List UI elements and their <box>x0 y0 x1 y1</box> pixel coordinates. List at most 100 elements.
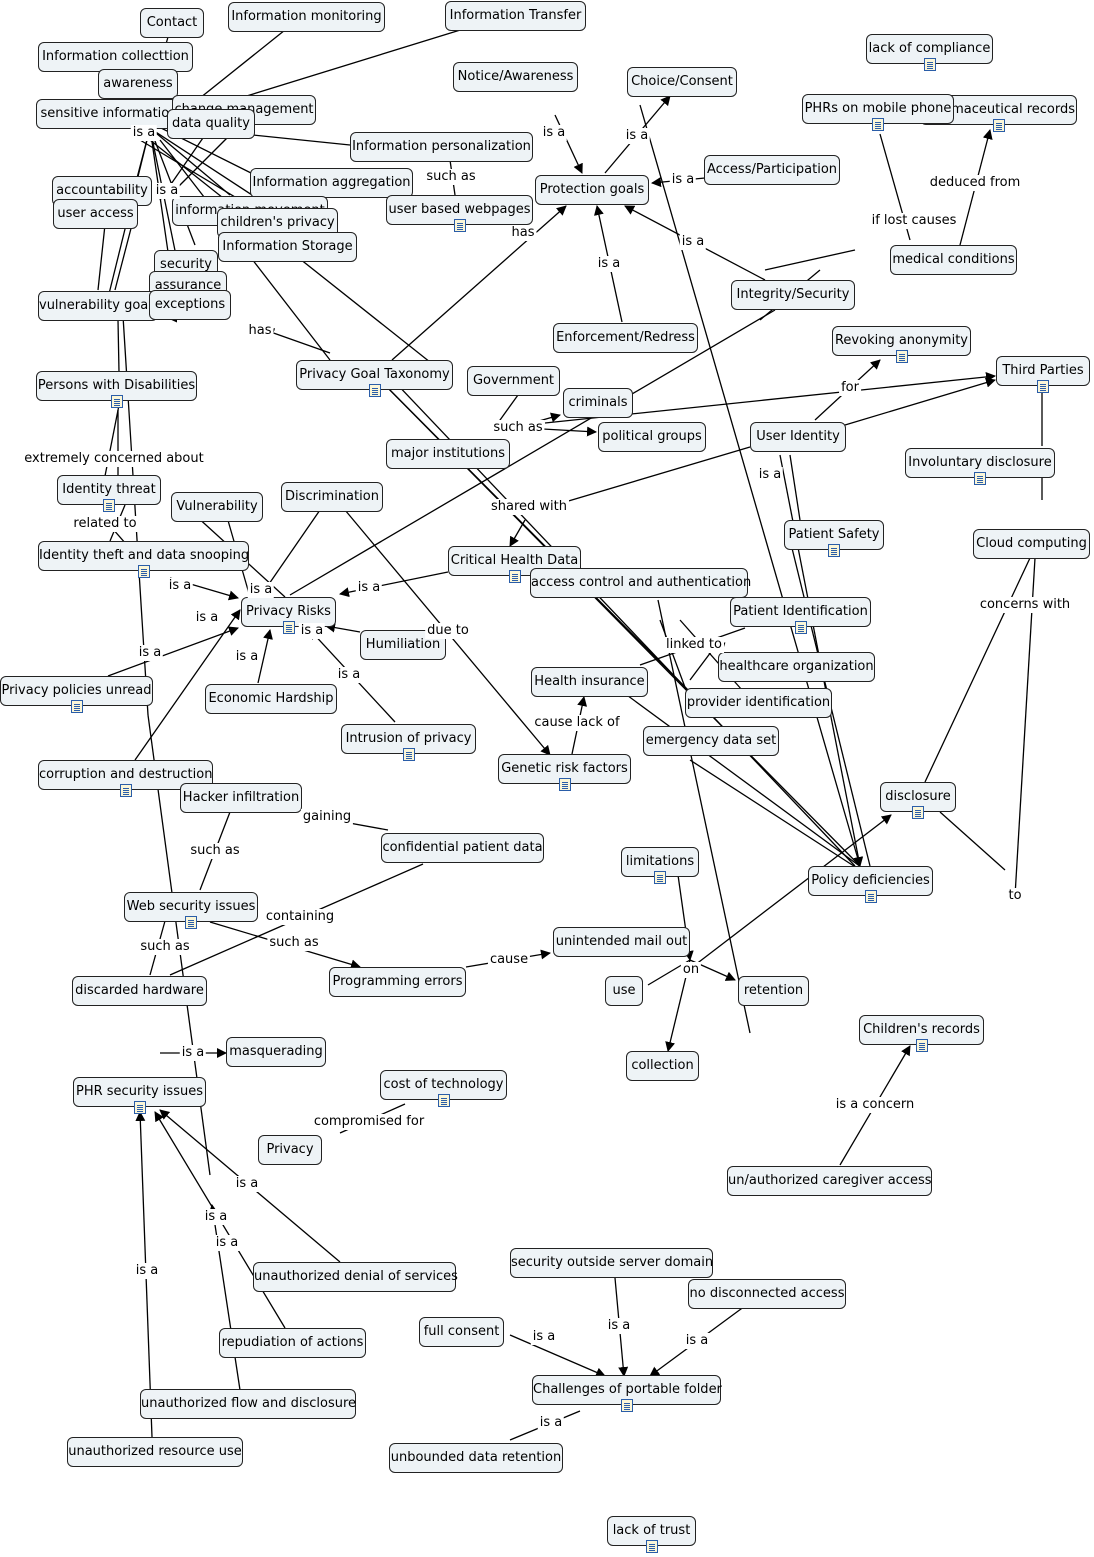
concept-full-consent[interactable]: full consent <box>419 1317 504 1347</box>
concept-cloud-computing[interactable]: Cloud computing <box>973 529 1090 559</box>
concept-use[interactable]: use <box>605 976 643 1006</box>
concept-lack-of-compliance[interactable]: lack of compliance <box>866 34 993 71</box>
concept-information-transfer[interactable]: Information Transfer <box>445 1 586 31</box>
concept-user-identity[interactable]: User Identity <box>750 422 846 452</box>
concept-involuntary-disclosure[interactable]: Involuntary disclosure <box>905 448 1055 485</box>
resource-icon[interactable] <box>133 1101 146 1114</box>
concept-unintended-mail-out[interactable]: unintended mail out <box>553 927 690 957</box>
resource-icon[interactable] <box>974 472 986 485</box>
concept-information-storage[interactable]: Information Storage <box>218 232 357 262</box>
resource-icon[interactable] <box>368 384 381 397</box>
concept-identity-threat[interactable]: Identity threat <box>57 475 161 512</box>
concept-disclosure[interactable]: disclosure <box>880 782 956 819</box>
concept-persons-with-disabilities[interactable]: Persons with Disabilities <box>36 371 197 408</box>
concept-phr-security-issues[interactable]: PHR security issues <box>73 1077 206 1114</box>
concept-lack-of-trust[interactable]: lack of trust <box>607 1516 696 1553</box>
resource-icon[interactable] <box>402 748 415 761</box>
concept-political-groups[interactable]: political groups <box>598 422 706 452</box>
resource-icon[interactable] <box>872 118 884 131</box>
concept-web-security-issues[interactable]: Web security issues <box>124 892 258 929</box>
concept-masquerading[interactable]: masquerading <box>226 1037 326 1067</box>
resource-icon[interactable] <box>282 621 295 634</box>
concept-privacy-risks[interactable]: Privacy Risks <box>241 597 336 634</box>
resource-icon[interactable] <box>1037 380 1049 393</box>
resource-icon[interactable] <box>645 1540 658 1553</box>
resource-icon[interactable] <box>654 871 666 884</box>
resource-icon[interactable] <box>137 565 150 578</box>
concept-unbounded-data-retention[interactable]: unbounded data retention <box>389 1443 563 1473</box>
concept-phrs-on-mobile-phone[interactable]: PHRs on mobile phone <box>802 94 954 131</box>
concept-sensitive-information[interactable]: sensitive information <box>36 99 182 129</box>
concept-privacy-policies-unread[interactable]: Privacy policies unread <box>0 676 153 713</box>
resource-icon[interactable] <box>912 806 924 819</box>
resource-icon[interactable] <box>923 58 936 71</box>
concept-security-outside-server-domain[interactable]: security outside server domain <box>510 1248 713 1278</box>
resource-icon[interactable] <box>110 395 123 408</box>
resource-icon[interactable] <box>453 219 466 232</box>
concept-retention[interactable]: retention <box>738 976 809 1006</box>
concept-data-quality[interactable]: data quality <box>167 109 255 139</box>
concept-revoking-anonymity[interactable]: Revoking anonymity <box>832 326 971 363</box>
concept-collection[interactable]: collection <box>626 1051 699 1081</box>
concept-access-control[interactable]: access control and authentication <box>530 568 751 598</box>
concept-identity-theft[interactable]: Identity theft and data snooping <box>38 541 249 578</box>
resource-icon[interactable] <box>185 916 197 929</box>
concept-access-participation[interactable]: Access/Participation <box>704 155 840 185</box>
concept-emergency-data-set[interactable]: emergency data set <box>643 726 779 756</box>
concept-privacy-goal-taxonomy[interactable]: Privacy Goal Taxonomy <box>296 360 453 397</box>
concept-discarded-hardware[interactable]: discarded hardware <box>72 976 207 1006</box>
concept-user-based-webpages[interactable]: user based webpages <box>386 195 533 232</box>
concept-discrimination[interactable]: Discrimination <box>281 482 383 512</box>
concept-genetic-risk-factors[interactable]: Genetic risk factors <box>498 754 631 791</box>
concept-cost-of-technology[interactable]: cost of technology <box>380 1070 507 1107</box>
concept-awareness[interactable]: awareness <box>98 69 178 99</box>
concept-notice-awareness[interactable]: Notice/Awareness <box>453 62 578 92</box>
resource-icon[interactable] <box>915 1039 928 1052</box>
concept-vulnerability-goals[interactable]: vulnerability goals <box>38 291 159 321</box>
concept-protection-goals[interactable]: Protection goals <box>535 175 649 205</box>
concept-provider-identification[interactable]: provider identification <box>685 688 832 718</box>
concept-intrusion-of-privacy[interactable]: Intrusion of privacy <box>341 724 476 761</box>
concept-contact[interactable]: Contact <box>140 8 204 38</box>
resource-icon[interactable] <box>437 1094 450 1107</box>
concept-criminals[interactable]: criminals <box>563 388 633 418</box>
concept-patient-safety[interactable]: Patient Safety <box>784 520 884 557</box>
concept-healthcare-organization[interactable]: healthcare organization <box>718 652 875 682</box>
concept-privacy[interactable]: Privacy <box>258 1135 322 1165</box>
concept-economic-hardship[interactable]: Economic Hardship <box>205 684 337 714</box>
resource-icon[interactable] <box>103 499 115 512</box>
concept-major-institutions[interactable]: major institutions <box>386 439 510 469</box>
concept-patient-identification[interactable]: Patient Identification <box>730 597 871 634</box>
concept-limitations[interactable]: limitations <box>621 847 699 884</box>
concept-unauthorized-caregiver-access[interactable]: un/authorized caregiver access <box>727 1166 932 1196</box>
resource-icon[interactable] <box>828 544 840 557</box>
concept-information-aggregation[interactable]: Information aggregation <box>250 168 413 198</box>
concept-confidential-patient-data[interactable]: confidential patient data <box>381 833 544 863</box>
resource-icon[interactable] <box>558 778 571 791</box>
resource-icon[interactable] <box>70 700 83 713</box>
resource-icon[interactable] <box>895 350 908 363</box>
concept-third-parties[interactable]: Third Parties <box>996 356 1090 393</box>
resource-icon[interactable] <box>119 784 132 797</box>
concept-choice-consent[interactable]: Choice/Consent <box>627 67 737 97</box>
resource-icon[interactable] <box>508 570 521 583</box>
concept-programming-errors[interactable]: Programming errors <box>329 967 466 997</box>
concept-information-personalization[interactable]: Information personalization <box>350 132 533 162</box>
concept-challenges-of-portable-folder[interactable]: Challenges of portable folder <box>532 1375 722 1412</box>
resource-icon[interactable] <box>992 119 1005 132</box>
concept-government[interactable]: Government <box>467 366 560 396</box>
concept-unauthorized-denial-of-services[interactable]: unauthorized denial of services <box>253 1262 458 1292</box>
concept-medical-conditions[interactable]: medical conditions <box>890 245 1017 275</box>
concept-policy-deficiencies[interactable]: Policy deficiencies <box>808 866 933 903</box>
concept-repudiation-of-actions[interactable]: repudiation of actions <box>219 1328 366 1358</box>
resource-icon[interactable] <box>864 890 877 903</box>
concept-health-insurance[interactable]: Health insurance <box>531 667 648 697</box>
concept-unauthorized-resource-use[interactable]: unauthorized resource use <box>67 1437 243 1467</box>
concept-enforcement-redress[interactable]: Enforcement/Redress <box>553 323 698 353</box>
concept-unauthorized-flow-and-disclosure[interactable]: unauthorized flow and disclosure <box>140 1389 356 1419</box>
concept-no-disconnected-access[interactable]: no disconnected access <box>688 1279 846 1309</box>
concept-hacker-infiltration[interactable]: Hacker infiltration <box>180 783 302 813</box>
concept-information-collection[interactable]: Information collecttion <box>38 42 193 72</box>
concept-humiliation[interactable]: Humiliation <box>360 630 446 660</box>
concept-integrity-security[interactable]: Integrity/Security <box>731 280 855 310</box>
